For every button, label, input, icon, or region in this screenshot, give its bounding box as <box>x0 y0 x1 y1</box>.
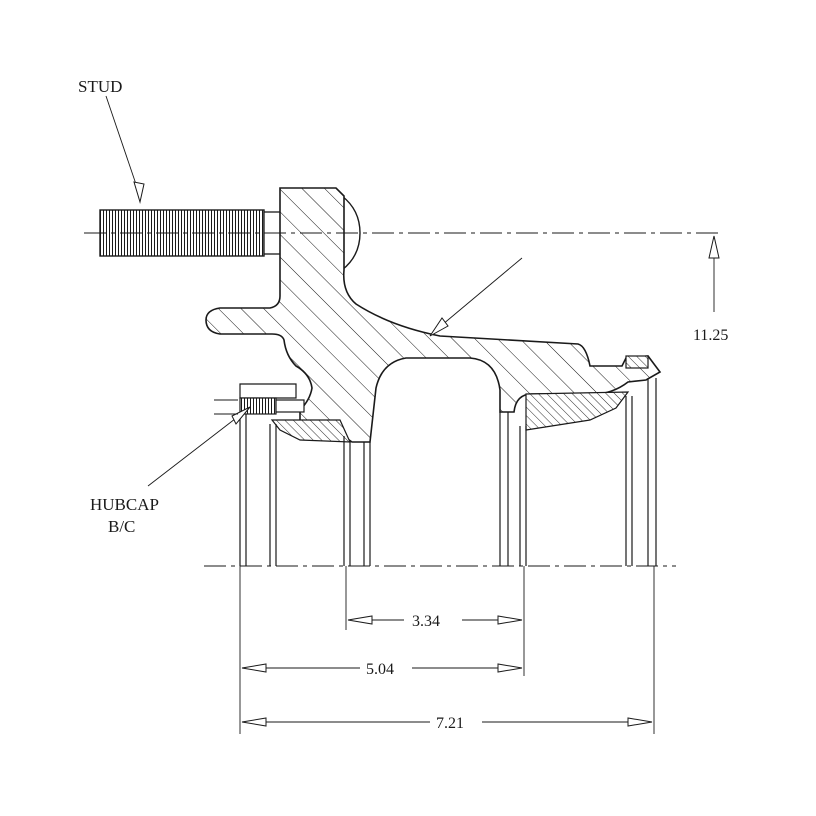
hubcap-bolt <box>239 397 305 415</box>
height-dimension-value: 11.25 <box>693 327 728 344</box>
hubcap-leader <box>147 399 251 487</box>
dim-7-21 <box>241 566 655 734</box>
height-dimension <box>708 235 720 312</box>
dim-7-21-value: 7.21 <box>436 715 464 732</box>
hub-body-leader <box>429 257 523 337</box>
dim-5-04 <box>239 566 525 734</box>
inner-bearing-cup <box>270 419 351 443</box>
dim-3-34 <box>345 566 525 630</box>
dim-5-04-value: 5.04 <box>366 661 394 678</box>
dim-3-34-value: 3.34 <box>412 613 440 630</box>
seal <box>625 355 649 369</box>
outer-bearing-cup <box>525 391 630 431</box>
stud-label: STUD <box>78 77 122 96</box>
bore-lines <box>239 378 657 566</box>
hubcap-label-line1: HUBCAP <box>90 495 159 514</box>
hubcap-label-line2: B/C <box>108 517 135 536</box>
hub-body-section <box>205 187 662 443</box>
flange-rim <box>239 383 297 399</box>
stud-leader <box>105 95 145 204</box>
